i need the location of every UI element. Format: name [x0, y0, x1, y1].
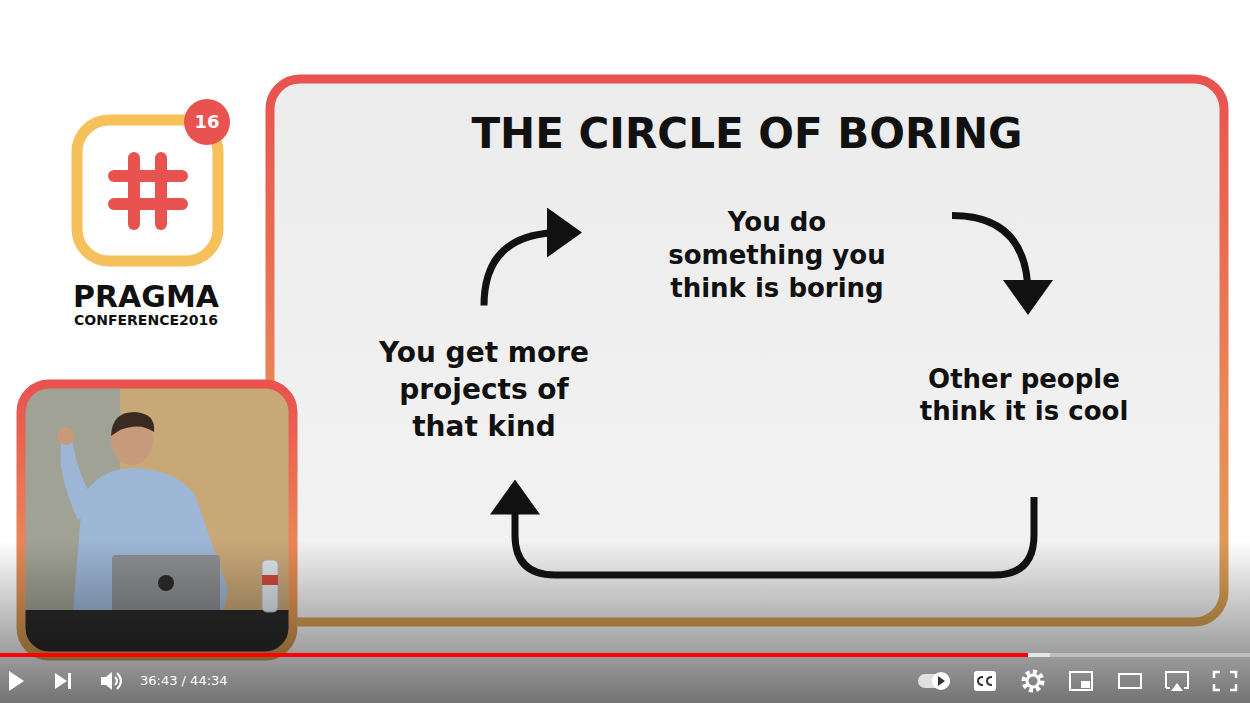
cycle-step: You do something you think is boring	[657, 206, 897, 305]
step-text: Other people think it is cool	[899, 363, 1149, 427]
cycle-step: You get more projects of that kind	[372, 334, 597, 445]
progress-buffer	[1028, 653, 1050, 657]
hash-bar	[108, 198, 188, 210]
slide-title: THE CIRCLE OF BORING	[471, 109, 1022, 158]
airplay-triangle	[1171, 683, 1183, 691]
next-icon-bar	[68, 673, 71, 689]
progress-played	[0, 653, 1028, 657]
video-time: 36:43 / 44:34	[140, 674, 228, 689]
hash-bar	[155, 152, 167, 230]
cycle-arrow	[952, 216, 1028, 296]
fullscreen-icon	[1214, 672, 1236, 690]
step-text: You do something you think is boring	[657, 206, 897, 305]
captions-marks	[978, 677, 992, 685]
edition-badge-number: 16	[194, 112, 219, 133]
autoplay-knob	[932, 672, 950, 690]
cycle-step: Other people think it is cool	[899, 363, 1149, 427]
volume-waves	[115, 673, 121, 689]
player-shade	[0, 540, 1250, 703]
speaker-hair	[111, 412, 154, 436]
step-text: You get more projects of that kind	[372, 334, 597, 445]
speaker-arm	[60, 438, 98, 520]
hash-bar	[128, 152, 140, 230]
volume-icon	[101, 672, 112, 690]
autoplay-play	[938, 676, 945, 686]
speaker-hand	[57, 427, 75, 445]
play-icon	[9, 671, 24, 691]
conference-name: PRAGMA	[73, 280, 219, 315]
theater-icon	[1119, 674, 1141, 688]
cycle-arrow	[515, 497, 1034, 575]
next-icon	[55, 673, 67, 689]
progress-track	[0, 653, 1250, 657]
settings-gear	[1024, 672, 1042, 690]
player-controls	[0, 653, 1250, 691]
cycle-arrow	[484, 233, 562, 306]
captions-icon	[974, 671, 996, 691]
miniplayer-inset	[1081, 681, 1090, 688]
miniplayer-icon	[1070, 672, 1092, 690]
hash-bar	[108, 170, 188, 182]
settings-gear-core	[1027, 675, 1039, 687]
conference-year: CONFERENCE2016	[74, 312, 218, 328]
logo-badge	[184, 99, 230, 145]
conference-logo	[77, 99, 230, 261]
